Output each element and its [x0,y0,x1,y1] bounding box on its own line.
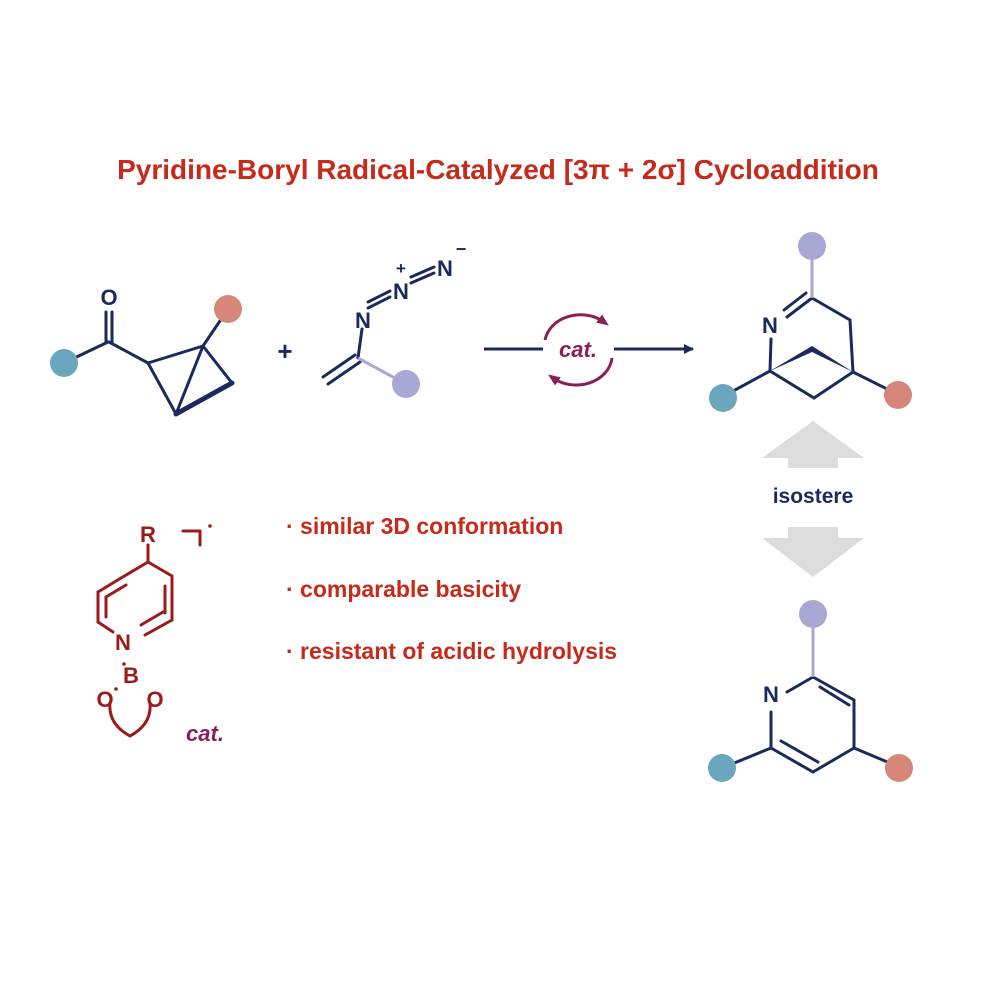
product-lavender-substituent [798,232,826,260]
pyridine-teal-substituent [708,754,736,782]
azide-negative-charge: − [456,239,467,259]
azide-n3-label: N [437,256,453,281]
isostere-up-arrow [762,421,864,468]
isostere-label: isostere [772,485,854,508]
radical-dot [208,524,212,528]
pyridine-nitrogen-label: N [763,682,779,707]
r-group-label: R [140,522,156,547]
product-salmon-substituent [884,381,912,409]
n-b-bond-dot [122,662,126,666]
boron-label: B [123,663,139,688]
catalyst-nitrogen-label: N [115,630,131,655]
teal-substituent [50,349,78,377]
scheme-title: Pyridine-Boryl Radical-Catalyzed [3π + 2… [117,154,879,185]
oxygen-left-label: O [96,687,113,712]
b-o-bond-dot [114,687,118,691]
azide-n2-label: N [393,279,409,304]
vinyl-azide [321,265,436,386]
pyridine [725,675,899,774]
oxygen-right-label: O [146,687,163,712]
pyridine-lavender-substituent [799,600,827,628]
arrow-catalyst-label: cat. [559,337,597,362]
bridge-wedge-bond [770,346,853,372]
bond-to-ring [107,340,150,365]
feature-hydrolysis-resistance: · resistant of acidic hydrolysis [286,638,618,664]
azide-n1-label: N [355,308,371,333]
plus-sign: + [277,336,292,366]
product-teal-substituent [709,384,737,412]
catalyst-label: cat. [186,721,224,746]
bicyclobutane-ketone [64,310,235,417]
feature-conformation: · similar 3D conformation [286,513,564,539]
product-nitrogen-label: N [762,313,778,338]
catalytic-cycle-arrows [543,313,614,387]
salmon-substituent [214,295,242,323]
lavender-substituent [392,370,420,398]
feature-basicity: · comparable basicity [286,576,522,602]
pyridine-boryl-catalyst [96,529,202,738]
azide-positive-charge: + [396,259,406,278]
isostere-down-arrow [762,527,864,577]
carbonyl-oxygen-label: O [100,285,117,310]
pyridine-salmon-substituent [885,754,913,782]
azabicyclic-product [722,291,899,400]
